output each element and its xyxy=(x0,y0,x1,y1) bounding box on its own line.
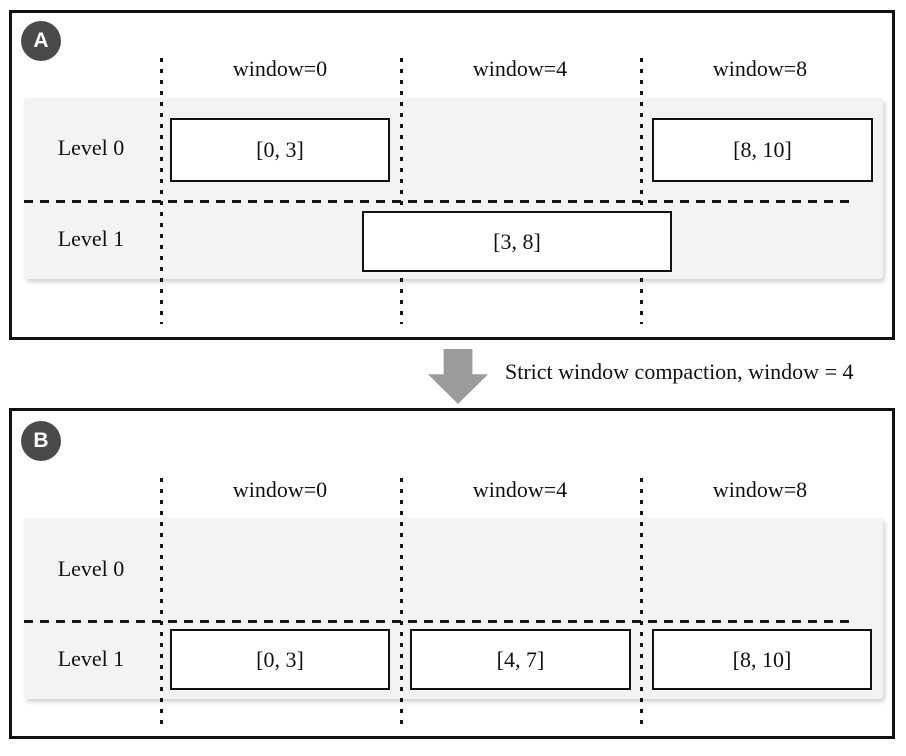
window-boundary-line xyxy=(160,478,163,730)
window-label: window=4 xyxy=(472,56,568,81)
sstable-box: [0, 3] xyxy=(170,629,390,690)
panel-a-badge: A xyxy=(21,21,61,61)
level-label: Level 1 xyxy=(57,226,125,251)
down-arrow-icon xyxy=(428,349,488,404)
level-divider-line xyxy=(24,620,850,623)
level-label: Level 1 xyxy=(57,646,125,671)
window-label: window=0 xyxy=(232,56,328,81)
window-boundary-line xyxy=(160,58,163,324)
sstable-box: [3, 8] xyxy=(362,211,672,272)
sstable-box: [0, 3] xyxy=(170,118,390,182)
sstable-box: [4, 7] xyxy=(410,629,631,690)
sstable-box: [8, 10] xyxy=(652,629,872,690)
window-boundary-line xyxy=(400,478,403,730)
panel-b-badge: B xyxy=(21,421,61,461)
panel-a: A window=0 window=4 window=8 Level 0 Lev… xyxy=(9,10,895,340)
compaction-caption: Strict window compaction, window = 4 xyxy=(505,359,854,384)
window-label: window=8 xyxy=(712,477,808,502)
window-boundary-line xyxy=(640,58,643,324)
sstable-box: [8, 10] xyxy=(652,118,873,182)
window-label: window=4 xyxy=(472,477,568,502)
level-divider-line xyxy=(24,200,850,203)
window-boundary-line xyxy=(400,58,403,324)
window-boundary-line xyxy=(640,478,643,730)
level-label: Level 0 xyxy=(57,556,125,581)
window-label: window=0 xyxy=(232,477,328,502)
panel-b: B window=0 window=4 window=8 Level 0 Lev… xyxy=(9,408,895,739)
window-label: window=8 xyxy=(712,56,808,81)
level-label: Level 0 xyxy=(57,135,125,160)
